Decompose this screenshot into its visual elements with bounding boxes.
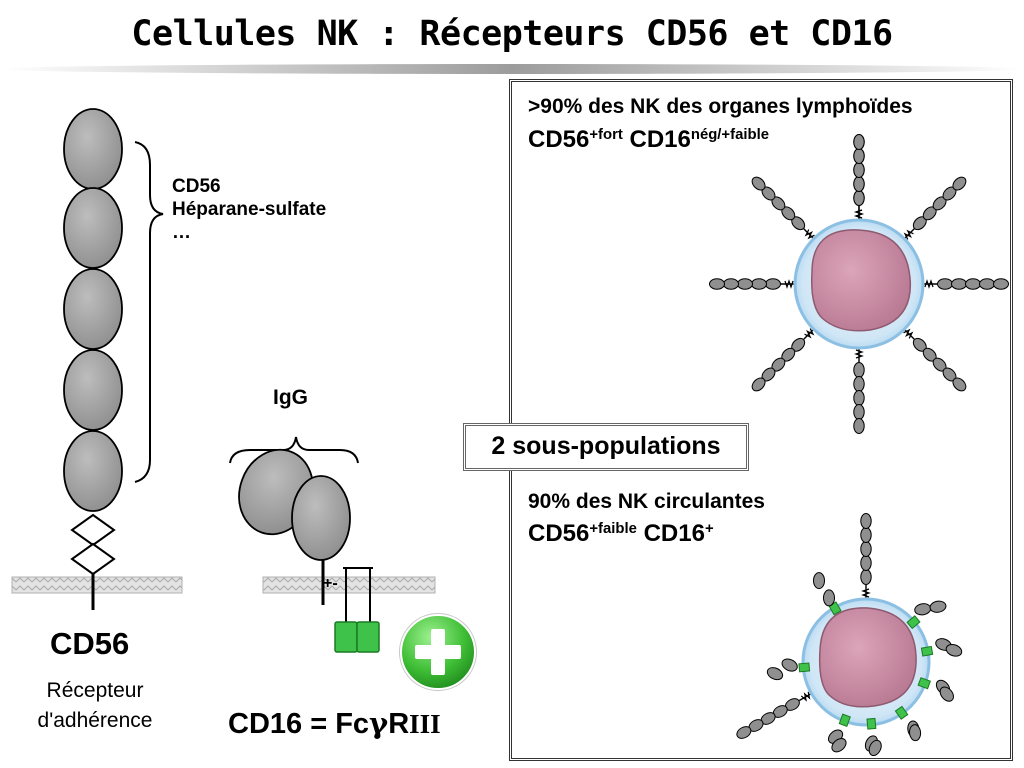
cd56-receptor-spoke xyxy=(860,513,872,603)
nucleus xyxy=(818,607,917,708)
subpopulations-frame xyxy=(509,79,1013,761)
cd16-receptor-mark xyxy=(906,600,947,630)
page-title: Cellules NK : Récepteurs CD56 et CD16 xyxy=(131,14,893,54)
pop2-description: 90% des NK circulantes xyxy=(528,490,765,513)
cd56-receptor-spoke xyxy=(900,176,967,243)
cd16-domain xyxy=(291,475,351,561)
cd16-receptor-mark xyxy=(766,658,811,681)
signaling-chain xyxy=(356,621,380,653)
fn3-domain xyxy=(70,513,116,547)
brace-label: Héparane-sulfate xyxy=(172,199,327,220)
pop2-phenotype: CD56+faible CD16+ xyxy=(528,520,714,547)
cd56-receptor-spoke xyxy=(751,325,818,392)
plus-icon xyxy=(399,613,477,691)
cd56-description: Récepteur d'adhérence xyxy=(20,676,170,736)
cd16-receptor-mark xyxy=(920,638,963,657)
igg-brace xyxy=(229,436,359,464)
ig-domain xyxy=(63,430,123,512)
ig-domain xyxy=(63,349,123,431)
cd16-receptor-mark xyxy=(894,705,922,742)
cd16-receptor-mark xyxy=(827,713,851,753)
ig-domain xyxy=(63,108,123,190)
title-underline xyxy=(0,64,1024,74)
signaling-chain xyxy=(334,621,358,653)
pop1-description: >90% des NK des organes lymphoïdes xyxy=(528,95,913,118)
subpopulations-box: 2 sous-populations xyxy=(463,423,749,471)
cd56-receptor-spoke xyxy=(900,325,967,392)
cd16-receptor-mark xyxy=(813,572,842,616)
cd56-desc-line: Récepteur xyxy=(46,679,144,702)
fn3-domain xyxy=(70,542,116,576)
igg-label: IgG xyxy=(273,386,308,409)
charge-label: +- xyxy=(323,575,338,592)
nucleus xyxy=(810,229,912,332)
cd16-name: CD16 = FcγRIII xyxy=(228,706,441,740)
pop1-phenotype: CD56+fort CD16nég/+faible xyxy=(528,126,769,153)
membrane-left xyxy=(11,576,183,594)
cd16-receptor-mark xyxy=(917,677,954,702)
ig-domain xyxy=(63,187,123,269)
cd56-receptor-spoke xyxy=(709,278,799,290)
cd56-receptor-spoke xyxy=(853,344,865,434)
cd56-desc-line: d'adhérence xyxy=(37,709,153,732)
brace-label: CD56 xyxy=(172,176,221,197)
brace-label: … xyxy=(172,222,191,243)
curly-brace xyxy=(134,141,164,483)
cd56-name: CD56 xyxy=(50,626,130,661)
cd56-receptor-spoke xyxy=(853,134,865,224)
cd16-receptor xyxy=(229,436,436,653)
cd16-receptor-mark xyxy=(864,717,882,757)
ig-domain xyxy=(63,268,123,350)
cd56-receptor xyxy=(11,108,183,610)
brace-label-list: CD56 Héparane-sulfate … xyxy=(172,175,326,244)
nk-cell-cd56-bright xyxy=(709,134,1009,434)
nk-cell-cd56-dim xyxy=(736,513,963,757)
membrane-middle xyxy=(262,576,436,594)
